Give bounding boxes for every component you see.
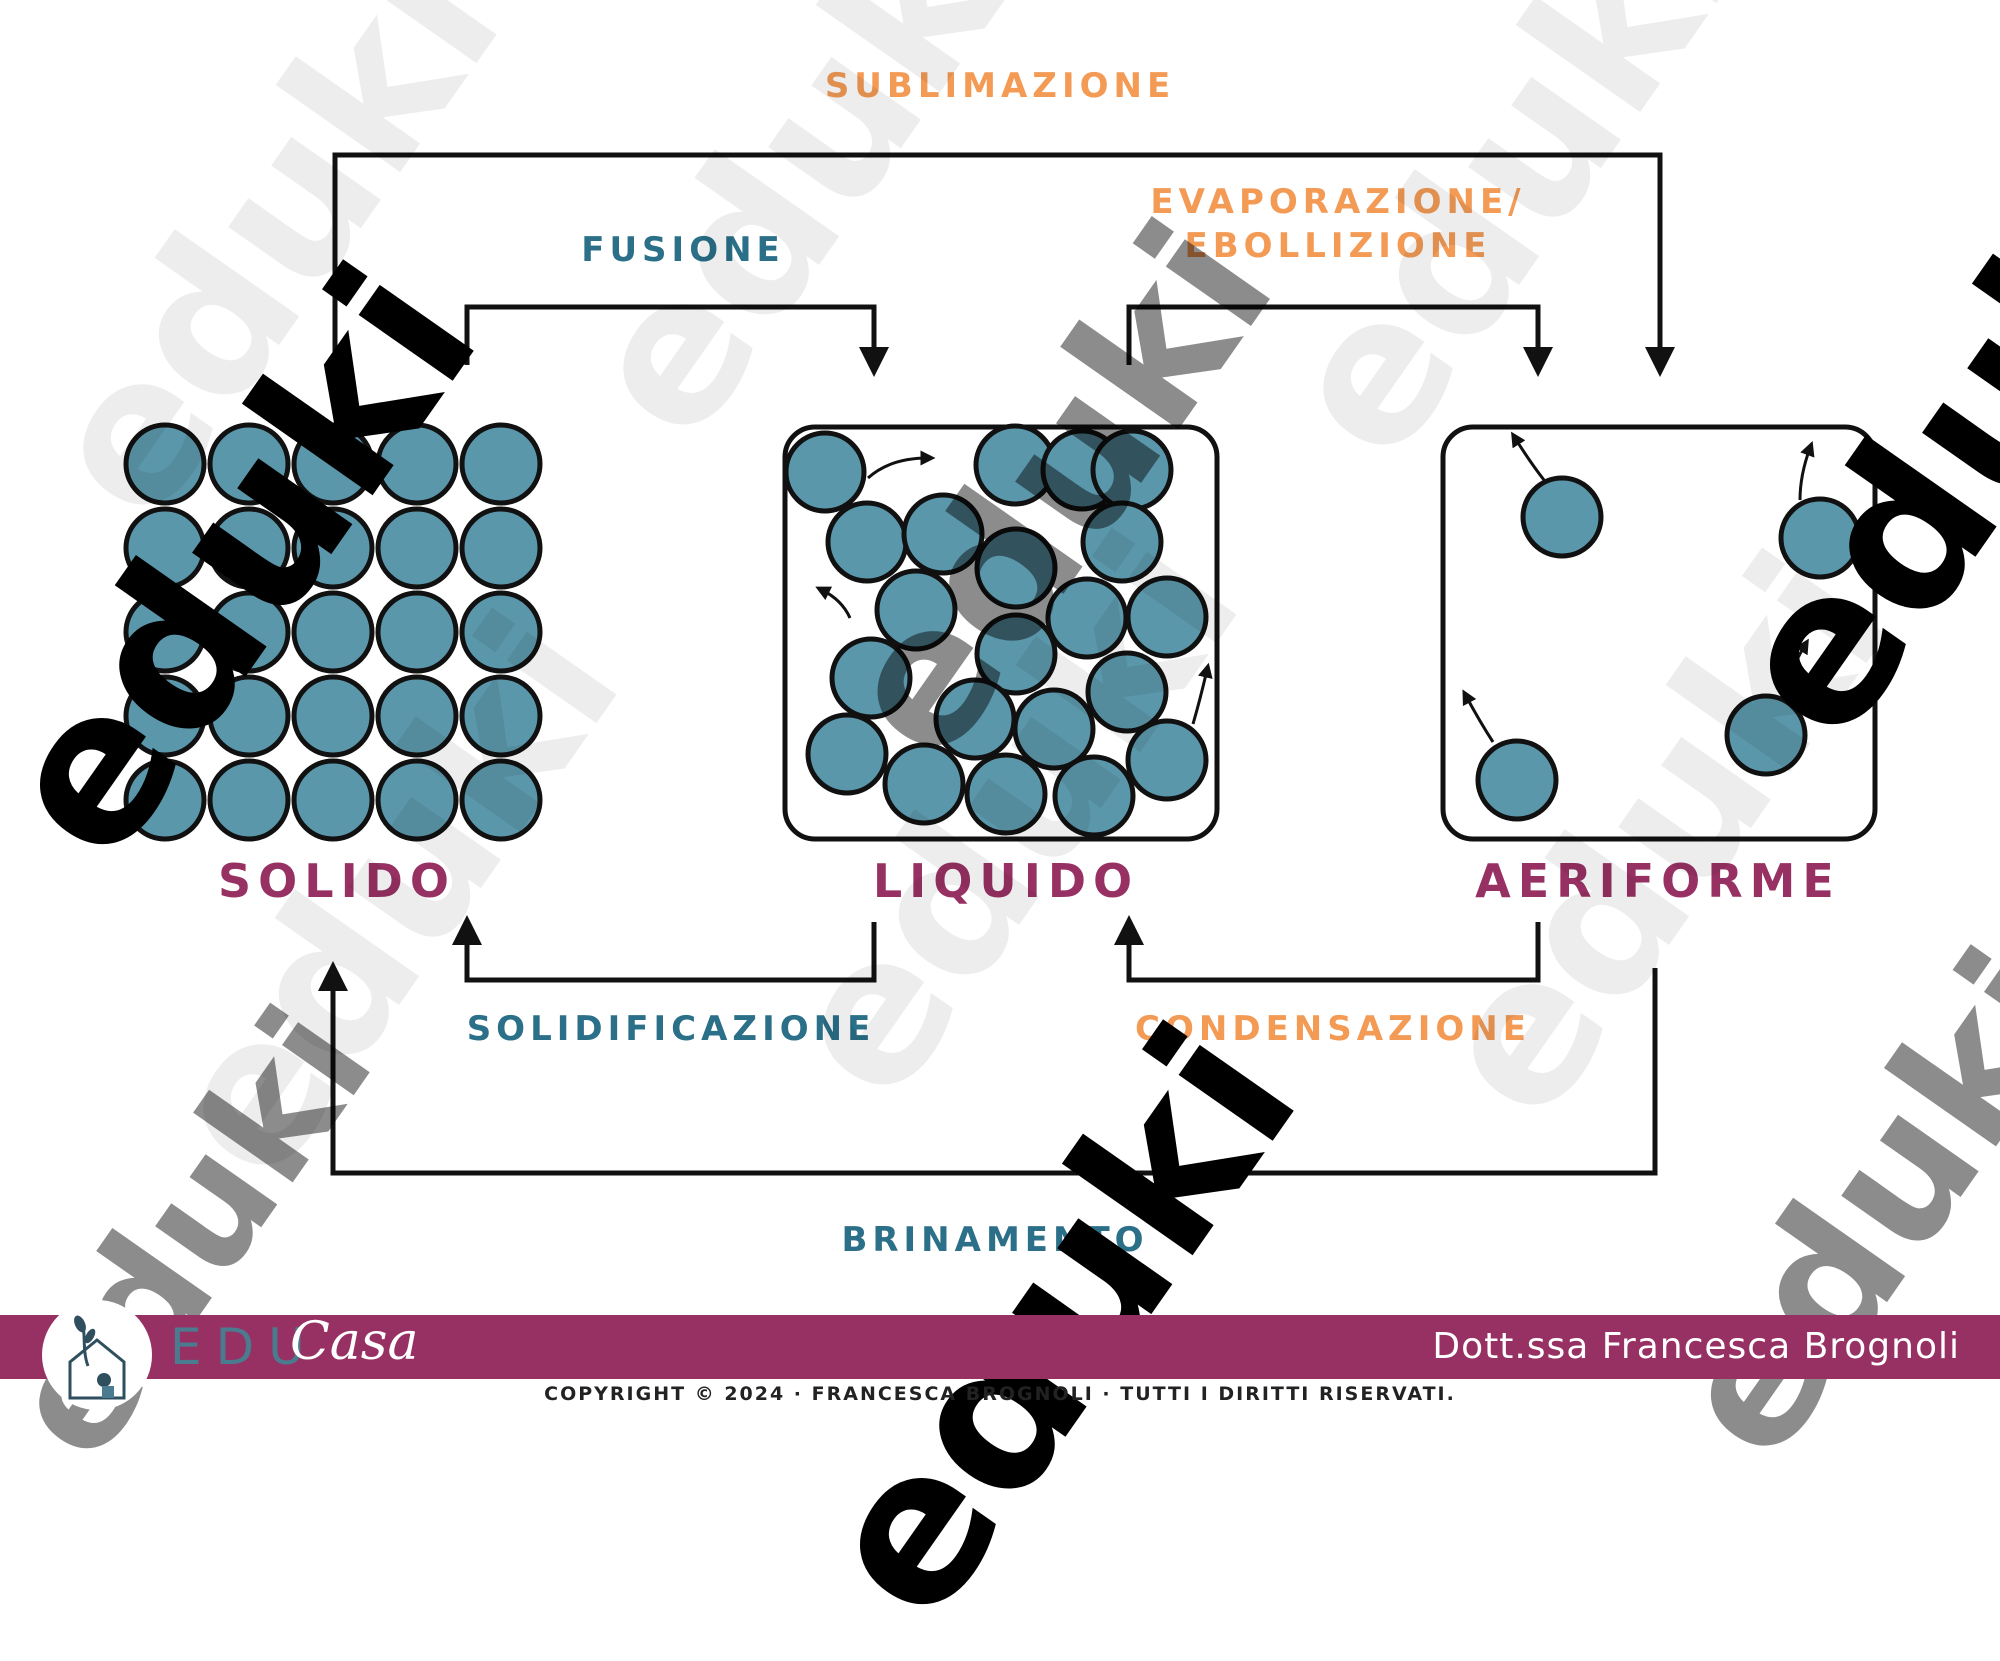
fusione-connector [464, 304, 889, 377]
label-sublimazione: SUBLIMAZIONE [824, 66, 1176, 106]
label-brinamento: BRINAMENTO [841, 1220, 1149, 1260]
liquid-particle [1012, 687, 1096, 771]
liquid-particle [1125, 718, 1209, 802]
liquid-particle [1080, 500, 1164, 584]
author-name: Dott.ssa Francesca Brognoli [1432, 1326, 1960, 1367]
label-solido: SOLIDO [218, 854, 456, 908]
solid-particle [291, 590, 375, 674]
solid-particle [459, 758, 543, 842]
solid-particle [375, 506, 459, 590]
brinamento-connector [318, 961, 1658, 1176]
gas-particles [1475, 475, 1862, 822]
liquid-particle [882, 742, 966, 826]
liquid-particle [874, 568, 958, 652]
gas-container [1440, 424, 1878, 842]
liquid-particle [805, 712, 889, 796]
label-liquido: LIQUIDO [872, 854, 1140, 908]
solid-particle [291, 422, 375, 506]
solid-particle [123, 758, 207, 842]
solid-particle [207, 506, 291, 590]
footer-bar [0, 1315, 2000, 1379]
solid-particle [459, 674, 543, 758]
label-aeriforme: AERIFORME [1475, 854, 1841, 908]
solid-particle [123, 506, 207, 590]
motion-arrow [1191, 662, 1213, 725]
solid-particle [375, 422, 459, 506]
motion-arrow [866, 450, 936, 480]
liquid-particle [825, 500, 909, 584]
state-change-diagram [123, 152, 1878, 1176]
solid-particle [207, 758, 291, 842]
liquid-particle [1125, 575, 1209, 659]
liquid-particle [933, 677, 1017, 761]
label-evaporazione-line1: EVAPORAZIONE/ [1150, 182, 1526, 222]
gas-particle [1778, 496, 1862, 580]
motion-arrow [1782, 638, 1809, 698]
liquid-particle [964, 752, 1048, 836]
liquid-particle [829, 636, 913, 720]
educasa-logo [42, 1300, 152, 1410]
sublimazione-connector [332, 152, 1675, 377]
solid-particle [207, 674, 291, 758]
solid-particles [123, 422, 543, 842]
solid-particle [375, 758, 459, 842]
gas-particle [1475, 738, 1559, 822]
liquid-particle [901, 492, 985, 576]
solid-particle [459, 506, 543, 590]
label-condensazione: CONDENSAZIONE [1135, 1009, 1531, 1049]
liquid-particle [1090, 428, 1174, 512]
liquid-particle [783, 430, 867, 514]
solid-particle [459, 422, 543, 506]
motion-arrows [815, 431, 1815, 743]
label-fusione: FUSIONE [581, 230, 785, 270]
house-flower-icon [68, 1315, 126, 1400]
label-evaporazione-ebollizione: EVAPORAZIONE/ EBOLLIZIONE [1150, 180, 1525, 268]
label-solidificazione: SOLIDIFICAZIONE [466, 1009, 876, 1049]
label-evaporazione-line2: EBOLLIZIONE [1184, 226, 1492, 267]
solid-particle [123, 422, 207, 506]
liquid-particle [1085, 650, 1169, 734]
liquid-particle [1052, 754, 1136, 838]
liquid-particle [974, 612, 1058, 696]
condensazione-connector [1114, 915, 1541, 983]
solid-particle [375, 674, 459, 758]
gas-particle [1724, 693, 1808, 777]
copyright-notice: COPYRIGHT © 2024 · FRANCESCA BROGNOLI · … [544, 1383, 1456, 1405]
solid-particle [123, 674, 207, 758]
motion-arrow [1511, 431, 1546, 481]
solidificazione-connector [452, 915, 877, 983]
liquid-particle [1045, 576, 1129, 660]
brand-casa: Casa [290, 1312, 419, 1372]
motion-arrow [1798, 440, 1815, 501]
liquid-particles [783, 423, 1209, 838]
brand-edu: EDU [170, 1318, 319, 1376]
gas-particle [1520, 475, 1604, 559]
evaporazione-connector [1126, 304, 1553, 377]
solid-particle [291, 674, 375, 758]
solid-particle [291, 758, 375, 842]
solid-particle [207, 590, 291, 674]
solid-particle [207, 422, 291, 506]
solid-particle [291, 506, 375, 590]
liquid-particle [974, 526, 1058, 610]
solid-particle [123, 590, 207, 674]
motion-arrow [815, 586, 852, 619]
solid-particle [375, 590, 459, 674]
solid-particle [459, 590, 543, 674]
motion-arrow [1462, 689, 1495, 743]
